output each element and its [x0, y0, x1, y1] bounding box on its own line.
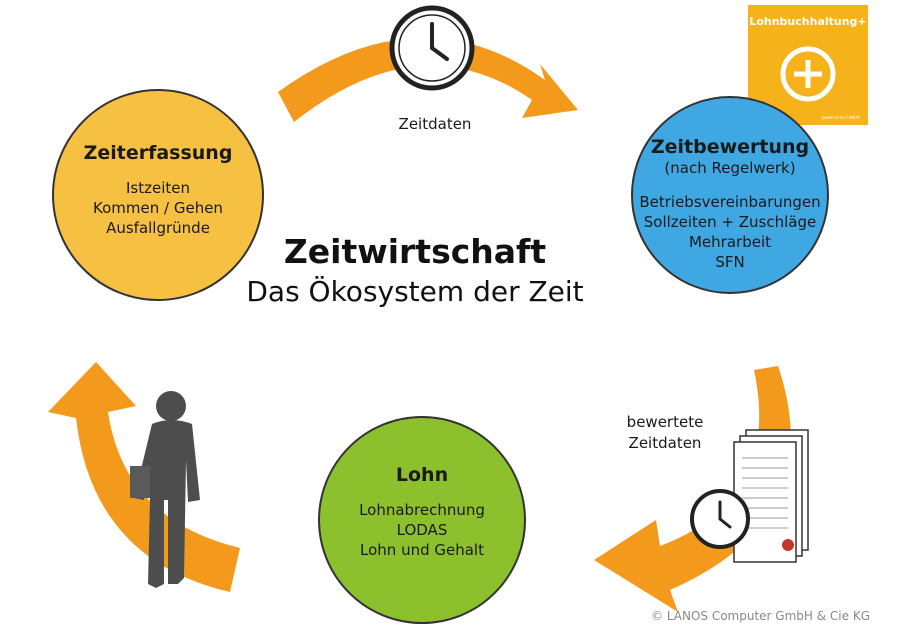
zeiterfassung-line: Istzeiten — [125, 179, 190, 197]
zeitdaten-label: Zeitdaten — [398, 115, 472, 133]
zeitbewertung-text: Zeitbewertung (nach Regelwerk) Betriebsv… — [632, 136, 828, 272]
product-badge — [748, 5, 868, 125]
main-title-heading: Zeitwirtschaft — [283, 232, 547, 271]
bewertete-label-line: Zeitdaten — [628, 434, 702, 452]
zeiterfassung-text: Zeiterfassung Istzeiten Kommen / Gehen A… — [58, 142, 258, 238]
left-cycle-arrow — [48, 362, 240, 592]
clock-icon-lower — [690, 489, 750, 549]
zeiterfassung-line: Kommen / Gehen — [93, 199, 223, 217]
lohn-line: Lohnabrechnung — [359, 501, 485, 519]
zeitbewertung-title: Zeitbewertung — [650, 136, 810, 158]
zeitbewertung-circle — [631, 96, 829, 294]
right-cycle-arrow — [594, 366, 791, 612]
zeitbewertung-line: Sollzeiten + Zuschläge — [643, 213, 817, 231]
zeiterfassung-title: Zeiterfassung — [83, 142, 233, 164]
zeiterfassung-circle — [52, 89, 264, 301]
top-cycle-arrow — [278, 37, 578, 122]
lohn-title: Lohn — [395, 464, 449, 486]
zeitbewertung-line: Mehrarbeit — [688, 233, 771, 251]
clock-icon-top — [389, 5, 475, 91]
lohn-circle — [318, 416, 526, 624]
plus-circle-icon — [780, 46, 836, 102]
person-silhouette-icon — [130, 391, 200, 588]
badge-title: Lohnbuchhaltung+ — [749, 15, 867, 28]
lohn-line: LODAS — [396, 521, 448, 539]
zeitbewertung-line: SFN — [715, 253, 745, 271]
main-title: Zeitwirtschaft Das Ökosystem der Zeit — [230, 232, 600, 308]
zeiterfassung-line: Ausfallgründe — [106, 219, 210, 237]
bewertete-zeitdaten-label: bewertete Zeitdaten — [610, 412, 720, 454]
copyright-text: © LANOS Computer GmbH & Cie KG — [651, 609, 870, 623]
bewertete-label-line: bewertete — [626, 413, 704, 431]
product-badge-label: Lohnbuchhaltung+ powered by LANOS — [748, 5, 868, 125]
zeitbewertung-line: Betriebsvereinbarungen — [639, 193, 821, 211]
documents-icon — [733, 429, 809, 563]
lohn-text: Lohn Lohnabrechnung LODAS Lohn und Gehal… — [322, 464, 522, 560]
lohn-line: Lohn und Gehalt — [360, 541, 484, 559]
zeitbewertung-subtitle: (nach Regelwerk) — [664, 159, 796, 177]
badge-footer: powered by LANOS — [821, 115, 860, 120]
main-title-subheading: Das Ökosystem der Zeit — [246, 275, 584, 308]
